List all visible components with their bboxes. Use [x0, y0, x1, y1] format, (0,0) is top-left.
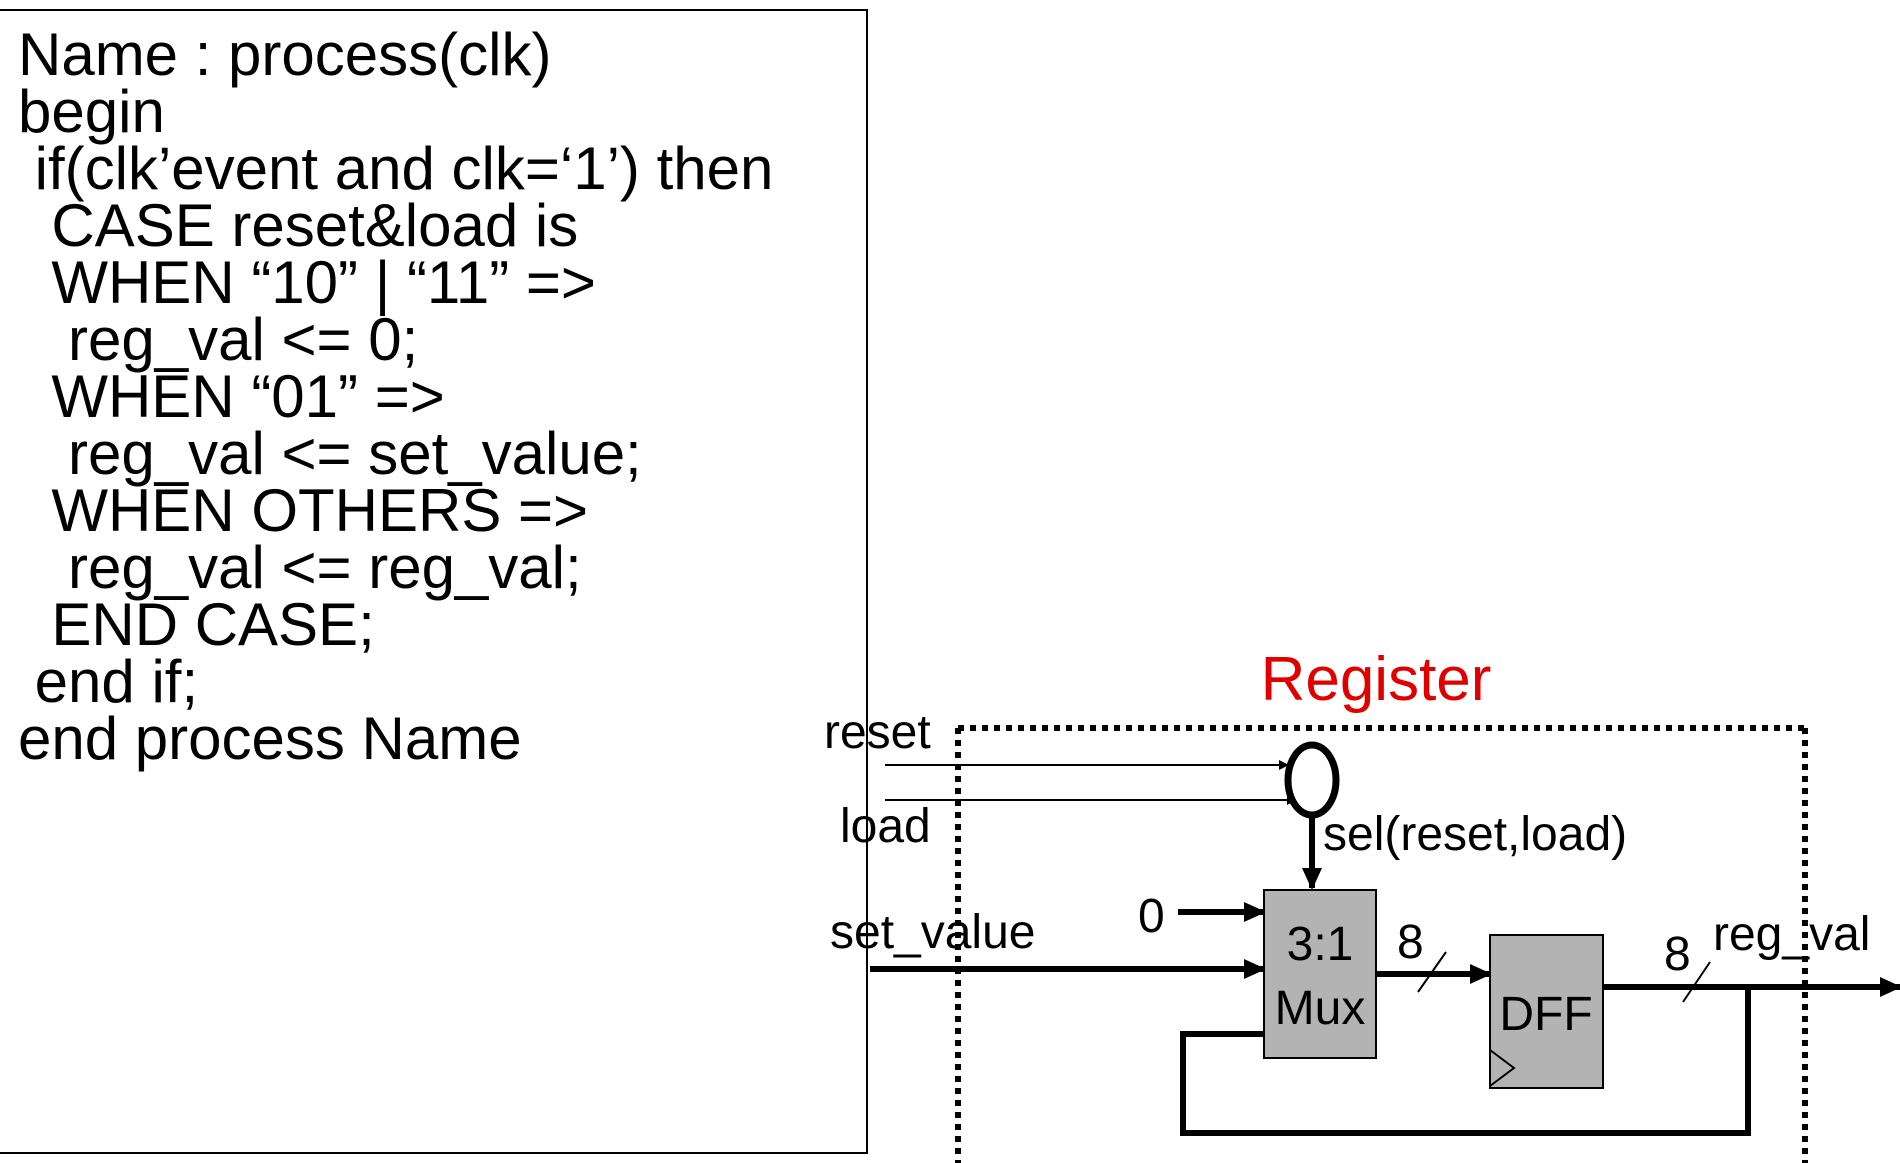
bus-width-mux: 8: [1397, 916, 1424, 969]
code-line: reg_val <= set_value;: [18, 420, 642, 487]
select-combiner: [1284, 741, 1340, 819]
reset-label: reset: [824, 706, 931, 759]
code-line: Name : process(clk): [18, 21, 552, 88]
select-label: sel(reset,load): [1323, 808, 1627, 861]
load-label: load: [840, 800, 931, 853]
code-line: WHEN OTHERS =>: [18, 477, 589, 544]
bus-width-tick-out: [1682, 961, 1711, 1003]
output-label: reg_val: [1713, 908, 1870, 961]
code-line: CASE reset&load is: [18, 192, 579, 259]
code-line: reg_val <= 0;: [18, 306, 419, 373]
feedback-wire: [1180, 987, 1751, 1136]
bus-width-tick-mux: [1417, 951, 1447, 993]
mux-label-top: 3:1: [1287, 918, 1354, 971]
code-line: WHEN “10” | “11” =>: [18, 249, 596, 316]
mux-label-bottom: Mux: [1275, 982, 1366, 1035]
dff-block: [1489, 934, 1604, 1089]
clock-indicator: [1489, 1049, 1516, 1087]
code-line: END CASE;: [18, 591, 375, 658]
code-line: end if;: [18, 648, 199, 715]
code-line: begin: [18, 78, 165, 145]
code-panel: Name : process(clk) begin if(clk’event a…: [0, 9, 868, 1154]
dff-label: DFF: [1499, 988, 1592, 1041]
set-value-label: set_value: [830, 906, 1035, 959]
code-line: reg_val <= reg_val;: [18, 534, 582, 601]
zero-label: 0: [1138, 890, 1165, 943]
code-line: if(clk’event and clk=‘1’) then: [18, 135, 774, 202]
code-line: WHEN “01” =>: [18, 363, 445, 430]
register-title: Register: [1261, 645, 1492, 714]
bus-width-out: 8: [1664, 928, 1691, 981]
code-line: end process Name: [18, 705, 522, 772]
